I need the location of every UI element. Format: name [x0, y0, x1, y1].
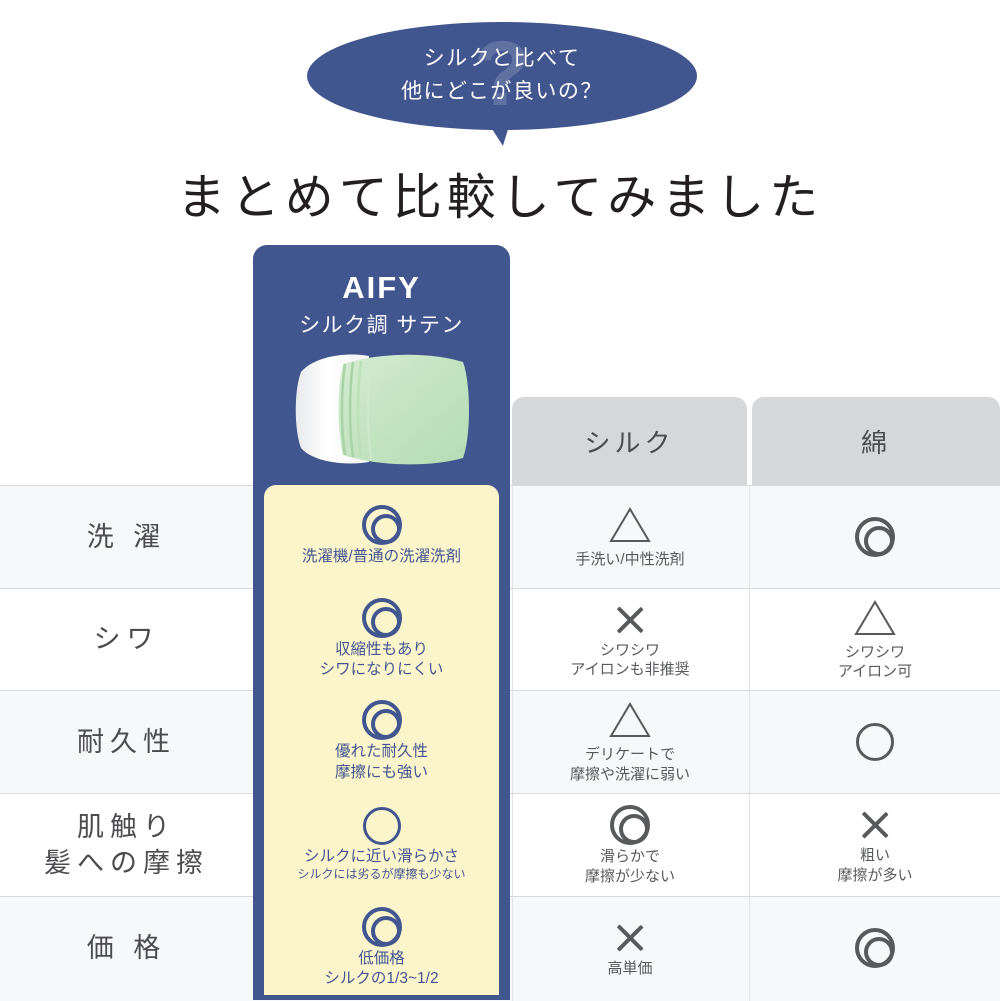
cross-icon	[856, 806, 894, 844]
product-note: 低価格 シルクの1/3~1/2	[324, 949, 439, 987]
row-label-cell: シワ	[0, 589, 253, 691]
row-label: 耐久性	[77, 726, 176, 757]
silk-cell: デリケートで 摩擦や洗濯に弱い	[512, 691, 747, 794]
product-subtitle: シルク調 サテン	[299, 314, 464, 337]
silk-cell: 滑らかで 摩擦が少ない	[512, 794, 747, 897]
page-title: まとめて比較してみました	[176, 170, 824, 225]
row-label-cell: 肌触り 髪への摩擦	[0, 794, 253, 897]
triangle-icon	[608, 506, 652, 548]
bubble-line-2: 他にどこが良いの？	[401, 80, 603, 103]
column-header-band: シルク 綿	[0, 397, 1000, 485]
column-header-silk: シルク	[512, 397, 747, 485]
double-circle-icon	[855, 928, 895, 968]
circle-icon	[362, 806, 401, 845]
silk-cell: 手洗い/中性洗剤	[512, 486, 747, 589]
bubble-line-1: シルクと比べて	[423, 47, 581, 71]
silk-cell: シワシワ アイロンも非推奨	[512, 589, 747, 691]
speech-bubble-region: ? シルクと比べて 他にどこが良いの？	[0, 22, 1000, 152]
row-label: 価 格	[86, 933, 167, 964]
product-cell: シルクに近い滑らかさ シルクには劣るが摩擦も少ない	[253, 793, 510, 896]
silk-note: デリケートで 摩擦や洗濯に弱い	[569, 746, 690, 783]
cotton-cell: 粗い 摩擦が多い	[749, 794, 1000, 897]
double-circle-icon	[361, 700, 402, 741]
product-note: 収縮性もあり シワになりにくい	[319, 640, 444, 678]
row-label-cell: 価 格	[0, 897, 253, 1001]
product-cell: 収縮性もあり シワになりにくい	[253, 588, 510, 690]
product-cell: 優れた耐久性 摩擦にも強い	[253, 690, 510, 793]
row-label-cell: 洗 濯	[0, 486, 253, 589]
silk-note: 滑らかで 摩擦が少ない	[584, 848, 675, 885]
product-note-sub: シルクには劣るが摩擦も少ない	[297, 866, 466, 881]
product-note: 洗濯機/普通の洗濯洗剤	[301, 548, 462, 566]
silk-note: 高単価	[607, 960, 653, 978]
row-label-cell: 耐久性	[0, 691, 253, 794]
double-circle-icon	[361, 906, 402, 947]
triangle-icon	[608, 701, 652, 743]
row-label: 洗 濯	[86, 521, 167, 552]
cotton-note: 粗い 摩擦が多い	[837, 847, 913, 884]
row-label: 肌触り 髪への摩擦	[44, 812, 209, 878]
triangle-icon	[853, 599, 897, 641]
double-circle-icon	[361, 597, 402, 638]
silk-note: シワシワ アイロンも非推奨	[570, 641, 690, 679]
double-circle-icon	[855, 516, 895, 557]
cotton-cell	[749, 691, 1000, 794]
product-cell: 洗濯機/普通の洗濯洗剤	[253, 485, 510, 588]
cotton-cell	[749, 897, 1000, 1001]
speech-bubble: ? シルクと比べて 他にどこが良いの？	[307, 22, 697, 130]
silk-cell: 高単価	[512, 897, 747, 1001]
double-circle-icon	[361, 505, 402, 546]
product-brand: AIFY	[342, 270, 421, 305]
cross-icon	[611, 601, 649, 639]
comparison-table: 洗 濯 手洗い/中性洗剤 シワ シワシワ アイロンも非推奨 シワシワ アイロン可	[0, 245, 1000, 1001]
double-circle-icon	[610, 805, 650, 845]
speech-bubble-tail	[486, 116, 516, 148]
product-note: シルクに近い滑らかさ	[303, 847, 459, 865]
pillow-product-image	[291, 350, 476, 468]
cotton-cell: シワシワ アイロン可	[749, 589, 1000, 691]
cotton-cell	[749, 486, 1000, 589]
row-label: シワ	[93, 624, 160, 655]
column-header-cotton: 綿	[752, 397, 1000, 485]
silk-note: 手洗い/中性洗剤	[575, 550, 685, 568]
product-note: 優れた耐久性 摩擦にも強い	[334, 743, 428, 781]
cross-icon	[611, 919, 649, 957]
cotton-note: シワシワ アイロン可	[837, 643, 913, 681]
circle-icon	[856, 722, 894, 761]
product-cell: 低価格 シルクの1/3~1/2	[253, 896, 510, 1000]
